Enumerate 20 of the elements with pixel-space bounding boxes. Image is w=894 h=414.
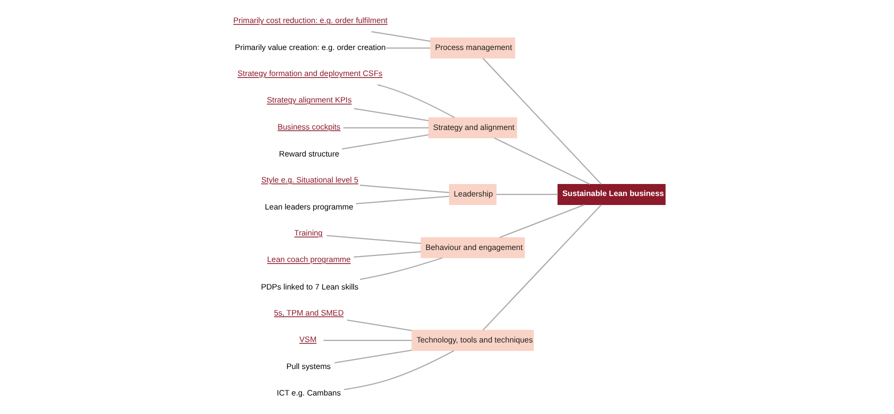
- connector: [360, 184, 450, 193]
- connector: [371, 30, 431, 42]
- connector: [324, 339, 412, 340]
- connector: [346, 319, 412, 331]
- connector: [496, 193, 558, 195]
- connector: [356, 195, 450, 204]
- connector: [342, 134, 429, 149]
- connector: [334, 349, 412, 363]
- connector: [360, 256, 442, 280]
- connector: [482, 57, 602, 184]
- connector: [326, 234, 421, 244]
- connector: [482, 204, 602, 330]
- connector: [354, 108, 429, 121]
- connector: [499, 204, 585, 238]
- connector: [354, 250, 421, 258]
- connector: [377, 84, 455, 118]
- connector: [386, 46, 430, 48]
- connector: [344, 350, 454, 390]
- connector: [343, 126, 428, 128]
- connector: [494, 136, 590, 184]
